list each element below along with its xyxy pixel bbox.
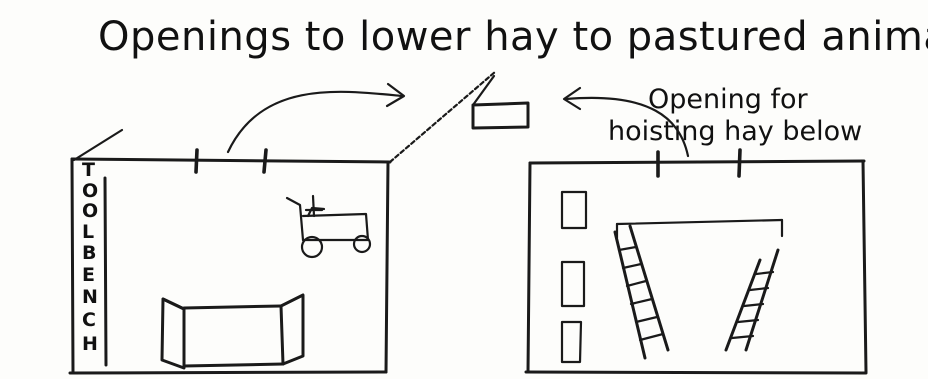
hay-bale (562, 322, 581, 362)
pen-back-wall (184, 306, 281, 308)
toolbench-letter: H (82, 333, 98, 355)
ladder-right (726, 250, 778, 350)
toolbench-letter: O (82, 180, 98, 202)
left-right-wall (386, 162, 388, 372)
animal-pen (162, 295, 303, 368)
right-bottom-wall (526, 372, 866, 373)
hatch-box (473, 103, 528, 128)
toolbench-label: T O O L B E N C H (82, 159, 98, 355)
ladder-rung (631, 299, 652, 304)
hay-bale (562, 192, 586, 228)
right-left-wall (528, 163, 530, 372)
toolbench-letter: L (82, 221, 94, 243)
ladder-rail (630, 226, 668, 350)
tractor-front-wheel (354, 236, 370, 252)
toolbench-letter: B (82, 242, 96, 264)
toolbench-letter: E (82, 264, 95, 286)
arrow-curve-left (228, 92, 402, 152)
left-bottom-wall (70, 372, 386, 373)
hay-opening-beam (617, 220, 782, 224)
right-barn-floor-plan (526, 150, 866, 373)
ladder-left (615, 226, 668, 358)
pen-left-gate-top (163, 299, 184, 309)
pen-right-post (281, 306, 283, 364)
diagram-title: Openings to lower hay to pastured animal… (98, 14, 928, 60)
toolbench-letter: T (82, 159, 95, 181)
tractor-icon (287, 196, 370, 257)
pen-right-gate (281, 295, 303, 364)
ladder-rung (619, 247, 636, 250)
hay-bale (562, 262, 584, 306)
toolbench-letter: O (82, 200, 98, 222)
right-opening-tick-2 (739, 150, 740, 176)
left-opening-tick-2 (264, 150, 266, 172)
toolbench-letter: N (82, 286, 98, 308)
ladder-rung (636, 317, 657, 322)
left-top-wall (72, 159, 390, 162)
ladder-rail (746, 250, 778, 350)
arrow-to-hatch (228, 84, 404, 152)
left-opening-tick-1 (196, 150, 197, 172)
ladder-rung (627, 281, 646, 286)
ladder-rung (623, 264, 641, 268)
roof-to-hatch-line (390, 72, 495, 162)
opening-label-line2: hoisting hay below (608, 116, 862, 147)
pen-front-wall (184, 364, 283, 366)
tractor-front (287, 198, 303, 240)
toolbench-bar (105, 178, 106, 365)
left-roof-edge (74, 130, 122, 160)
tractor-steering (313, 196, 314, 216)
left-barn-floor-plan: T O O L B E N C H (70, 130, 390, 373)
hatch-lid-edge (473, 76, 494, 105)
right-top-wall (530, 161, 864, 163)
toolbench-letter: C (82, 309, 96, 331)
right-right-wall (863, 161, 866, 372)
opening-label-line1: Opening for (648, 84, 808, 115)
pen-left-gate (162, 299, 184, 368)
ladder-rung (640, 334, 663, 340)
left-left-wall (72, 159, 73, 372)
